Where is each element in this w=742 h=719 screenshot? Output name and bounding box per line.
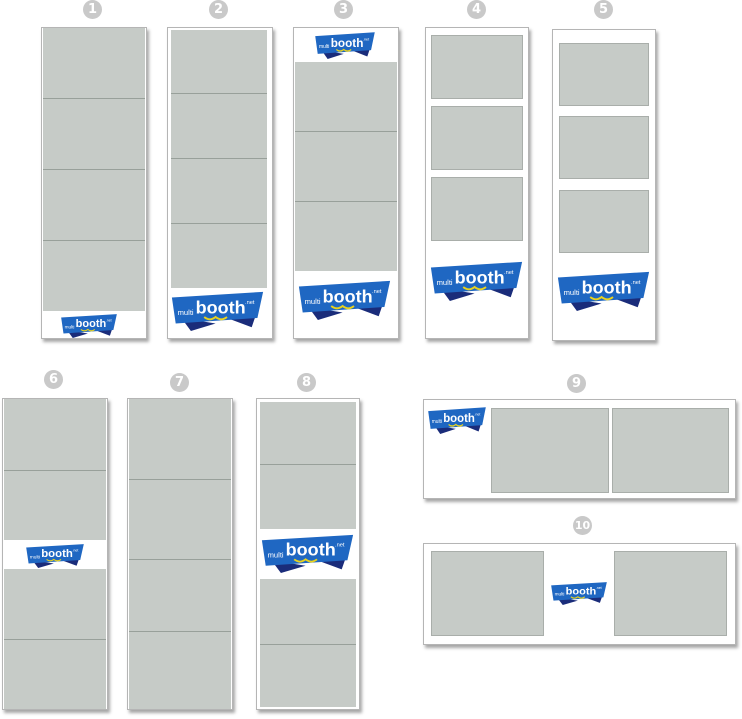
svg-text:booth: booth xyxy=(443,412,475,425)
photo-frame xyxy=(431,177,523,241)
photo-frame xyxy=(431,35,523,99)
photo-divider xyxy=(295,201,397,202)
svg-text:.net: .net xyxy=(245,300,255,306)
photo-frame xyxy=(614,551,727,636)
svg-text:multi: multi xyxy=(437,278,453,287)
svg-text:booth: booth xyxy=(331,36,364,50)
svg-text:booth: booth xyxy=(196,297,246,317)
svg-text:multi: multi xyxy=(305,297,321,306)
photo-divider xyxy=(171,158,267,159)
svg-text:booth: booth xyxy=(286,540,336,560)
photo-frame xyxy=(129,399,231,709)
svg-text:.net: .net xyxy=(596,586,602,590)
svg-text:.net: .net xyxy=(631,280,641,286)
layout-number-1: 1 xyxy=(83,0,102,19)
photo-frame xyxy=(491,408,609,493)
layout-number-7: 7 xyxy=(170,373,189,392)
photo-divider xyxy=(171,93,267,94)
layout-number-2: 2 xyxy=(209,0,228,19)
photo-frame xyxy=(431,106,523,170)
photo-frame xyxy=(559,190,649,253)
svg-text:multi: multi xyxy=(268,551,284,560)
svg-text:.net: .net xyxy=(504,270,514,276)
layout-number-4: 4 xyxy=(467,0,486,19)
svg-text:booth: booth xyxy=(582,277,632,297)
photo-divider xyxy=(260,464,356,465)
svg-text:.net: .net xyxy=(372,289,382,295)
layout-number-8: 8 xyxy=(297,373,316,392)
svg-text:booth: booth xyxy=(76,318,107,330)
svg-text:.net: .net xyxy=(335,543,345,549)
photo-divider xyxy=(43,98,145,99)
photo-divider xyxy=(4,470,106,471)
svg-text:booth: booth xyxy=(323,286,373,306)
photo-frame xyxy=(559,116,649,179)
layout-number-6: 6 xyxy=(44,370,63,389)
layout-number-3: 3 xyxy=(334,0,353,19)
layout-number-9: 9 xyxy=(567,374,586,393)
svg-text:booth: booth xyxy=(566,586,597,598)
svg-text:.net: .net xyxy=(106,319,112,323)
photo-divider xyxy=(43,169,145,170)
photo-frame xyxy=(260,579,356,707)
photo-divider xyxy=(129,559,231,560)
photo-frame xyxy=(612,408,729,493)
svg-text:booth: booth xyxy=(455,267,505,287)
svg-text:booth: booth xyxy=(41,548,73,560)
photo-frame xyxy=(4,399,106,540)
photo-divider xyxy=(4,639,106,640)
svg-text:multi: multi xyxy=(65,324,75,329)
photo-divider xyxy=(260,644,356,645)
svg-text:multi: multi xyxy=(30,554,40,559)
svg-text:.net: .net xyxy=(72,549,78,553)
photo-frame xyxy=(260,402,356,529)
photo-divider xyxy=(295,131,397,132)
photo-divider xyxy=(129,479,231,480)
photo-frame xyxy=(559,43,649,106)
photo-divider xyxy=(129,631,231,632)
photo-divider xyxy=(43,240,145,241)
photo-frame xyxy=(295,62,397,271)
layout-number-5: 5 xyxy=(594,0,613,19)
layout-number-10: 10 xyxy=(573,516,592,535)
svg-text:.net: .net xyxy=(363,38,370,42)
photo-divider xyxy=(171,223,267,224)
svg-text:multi: multi xyxy=(178,308,194,317)
svg-text:multi: multi xyxy=(432,419,442,425)
photo-frame xyxy=(171,30,267,288)
svg-text:.net: .net xyxy=(474,412,480,416)
photo-frame xyxy=(431,551,544,636)
svg-text:multi: multi xyxy=(564,288,580,297)
svg-text:multi: multi xyxy=(555,592,565,597)
layout-7-strip[interactable] xyxy=(127,398,233,710)
svg-text:multi: multi xyxy=(319,44,329,50)
